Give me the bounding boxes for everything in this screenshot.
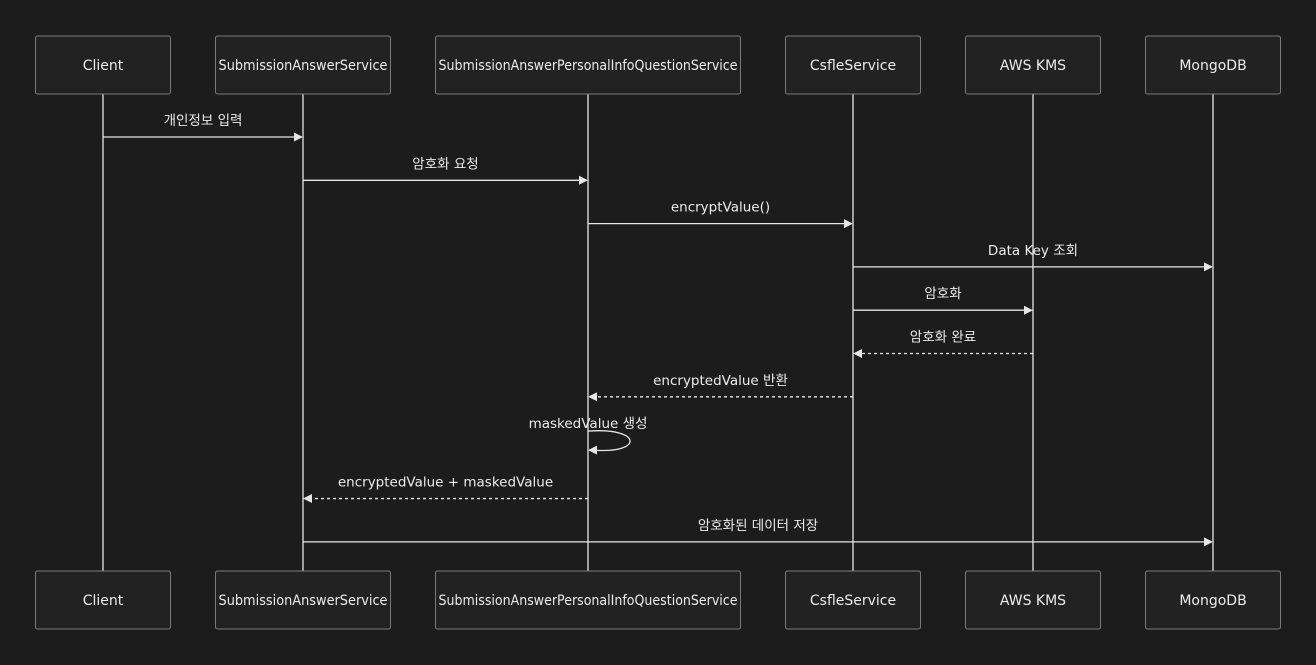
message-label: 암호화: [924, 286, 961, 302]
message-label: encryptedValue + maskedValue: [338, 475, 553, 491]
message-label: 암호화 요청: [412, 156, 478, 172]
participant-box: [1145, 570, 1281, 630]
message-label: encryptValue(): [671, 200, 770, 216]
participant-csfle_service-bottom: CsfleService: [785, 570, 921, 630]
participant-mongodb-top: MongoDB: [1145, 35, 1281, 95]
participant-label: SubmissionAnswerService: [219, 593, 388, 609]
participant-box: [35, 35, 171, 95]
participant-box: [785, 570, 921, 630]
message-5: 암호화: [853, 286, 1033, 315]
participant-mongodb-bottom: MongoDB: [1145, 570, 1281, 630]
message-label: 개인정보 입력: [164, 113, 243, 129]
message-10: 암호화된 데이터 저장: [303, 518, 1213, 547]
participant-box: [785, 35, 921, 95]
participant-box: [35, 570, 171, 630]
participant-label: SubmissionAnswerService: [219, 58, 388, 74]
arrowhead: [294, 132, 303, 142]
participant-label: MongoDB: [1179, 58, 1246, 74]
participant-box: [435, 570, 741, 630]
arrowhead: [588, 392, 597, 402]
participant-csfle_service-top: CsfleService: [785, 35, 921, 95]
participant-label: SubmissionAnswerPersonalInfoQuestionServ…: [439, 593, 738, 609]
participant-label: AWS KMS: [1000, 58, 1066, 74]
message-4: Data Key 조회: [853, 243, 1213, 272]
arrowhead: [1204, 262, 1213, 272]
participant-aws_kms-top: AWS KMS: [965, 35, 1101, 95]
participant-label: CsfleService: [810, 58, 896, 74]
arrowhead: [853, 349, 862, 358]
participants-bottom: Client SubmissionAnswerService SubmissionA…: [35, 570, 1281, 630]
message-8: maskedValue 생성: [529, 416, 648, 455]
participant-submission_answer_service-bottom: SubmissionAnswerService: [215, 570, 391, 630]
participant-box: [215, 35, 391, 95]
participant-label: CsfleService: [810, 593, 896, 609]
message-6: 암호화 완료: [853, 330, 1033, 358]
message-label: Data Key 조회: [988, 243, 1078, 259]
message-1: 개인정보 입력: [103, 113, 303, 142]
participant-client-bottom: Client: [35, 570, 171, 630]
participant-personal_info_question_service-top: SubmissionAnswerPersonalInfoQuestionServ…: [435, 35, 741, 95]
message-label: 암호화된 데이터 저장: [698, 518, 818, 534]
participant-client-top: Client: [35, 35, 171, 95]
message-label: encryptedValue 반환: [653, 373, 788, 389]
participant-box: [965, 570, 1101, 630]
message-9: encryptedValue + maskedValue: [303, 475, 588, 504]
arrowhead: [844, 219, 853, 229]
arrowhead: [588, 445, 597, 455]
message-label: maskedValue 생성: [529, 416, 648, 432]
participant-aws_kms-bottom: AWS KMS: [965, 570, 1101, 630]
arrowhead: [579, 175, 588, 185]
message-2: 암호화 요청: [303, 156, 588, 185]
participant-label: MongoDB: [1179, 593, 1246, 609]
participant-box: [1145, 35, 1281, 95]
participant-label: Client: [83, 58, 124, 74]
message-7: encryptedValue 반환: [588, 373, 853, 402]
participant-personal_info_question_service-bottom: SubmissionAnswerPersonalInfoQuestionServ…: [435, 570, 741, 630]
lifelines: [102, 94, 1214, 571]
participant-label: SubmissionAnswerPersonalInfoQuestionServ…: [439, 58, 738, 74]
arrowhead: [1204, 537, 1213, 547]
participants-top: Client SubmissionAnswerService SubmissionA…: [35, 35, 1281, 95]
participant-label: AWS KMS: [1000, 593, 1066, 609]
participant-box: [435, 35, 741, 95]
participant-box: [965, 35, 1101, 95]
participant-submission_answer_service-top: SubmissionAnswerService: [215, 35, 391, 95]
self-message-loop: [587, 430, 631, 452]
message-3: encryptValue(): [588, 200, 853, 229]
message-label: 암호화 완료: [910, 330, 976, 346]
participant-label: Client: [83, 593, 124, 609]
arrowhead: [303, 494, 312, 504]
arrowhead: [1024, 305, 1033, 315]
participant-box: [215, 570, 391, 630]
